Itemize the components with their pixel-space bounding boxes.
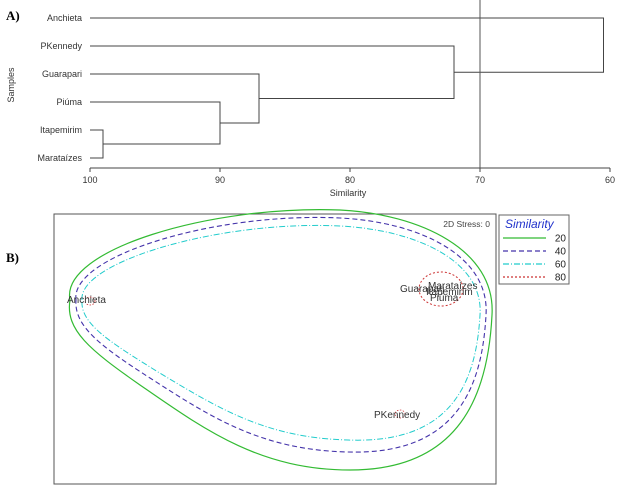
x-tick-label-100: 100 [82,175,97,185]
x-tick-label-60: 60 [605,175,615,185]
point-label-pkennedy: PKennedy [374,410,420,421]
legend-label-60: 60 [555,260,567,271]
legend-label-80: 80 [555,273,567,284]
contour-80-pkennedy [394,409,406,419]
dendrogram-x-axis-title: Similarity [330,188,367,198]
point-label-itapemirim: Itapemirim [426,287,473,298]
leaf-label-piuma: Piúma [56,97,82,107]
panel-a-label: A) [6,8,20,23]
leaf-label-pkennedy: PKennedy [40,41,82,51]
contour-80-anchieta [84,296,96,306]
dendrogram-y-axis-title: Samples [6,67,16,103]
legend-label-40: 40 [555,247,567,258]
leaf-label-guarapari: Guarapari [42,69,82,79]
point-label-anchieta: Anchieta [67,295,106,306]
leaf-label-itapemirim: Itapemirim [40,125,82,135]
nmds-plot-frame [53,213,497,485]
x-tick-label-70: 70 [475,175,485,185]
x-tick-label-90: 90 [215,175,225,185]
point-label-marataizes: Marataízes [428,281,477,292]
dendrogram-link-3 [90,73,260,124]
legend-label-20: 20 [555,234,567,245]
dendrogram-link-1 [90,129,104,159]
point-label-guarapari: Guarapari [400,284,444,295]
contour-20 [68,209,493,471]
dendrogram-link-2 [90,101,221,145]
similarity-legend: Similarity 20 40 60 80 [498,214,570,285]
panel-b-label: B) [6,250,19,265]
legend-box [498,214,570,285]
x-tick-label-80: 80 [345,175,355,185]
contour-40 [75,216,487,453]
legend-title: Similarity [505,217,555,231]
leaf-label-marataizes: Marataízes [37,153,82,163]
dendrogram-link-4 [90,45,455,99]
point-label-piuma: Piúma [430,293,459,304]
contour-80-right [418,271,464,307]
contour-60 [81,224,481,441]
dendrogram: Samples Similarity AnchietaPKennedyGuara… [6,0,615,198]
leaf-label-anchieta: Anchieta [47,13,82,23]
dendrogram-link-5 [90,17,604,73]
stress-label: 2D Stress: 0 [443,219,490,229]
nmds-plot: 2D Stress: 0 Anchieta Guarapari Marataíz… [53,209,570,485]
